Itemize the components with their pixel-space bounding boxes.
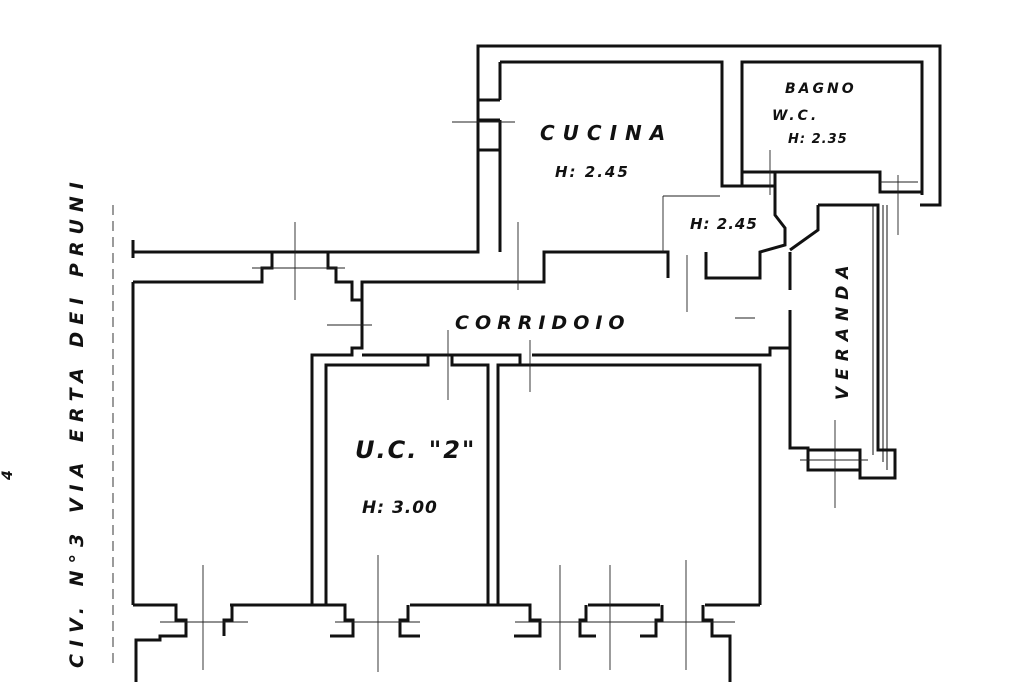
kitchen-height: H: 2.45 [555,163,630,181]
bathroom-label-line2: W.C. [772,108,819,124]
passage-height: H: 2.45 [690,215,758,233]
corridor-label: CORRIDOIO [455,312,631,334]
bathroom-height: H: 2.35 [788,132,848,147]
street-label: CIV. N°3 VIA ERTA DEI PRUNI [66,175,88,668]
margin-mark: 4 [0,470,16,481]
opening-guides [160,121,918,672]
unit-label: U.C. "2" [355,436,476,464]
unit-height: H: 3.00 [362,498,438,518]
kitchen-label: CUCINA [540,121,673,145]
veranda-label: VERANDA [833,258,853,400]
bathroom-label-line1: BAGNO [785,81,857,97]
